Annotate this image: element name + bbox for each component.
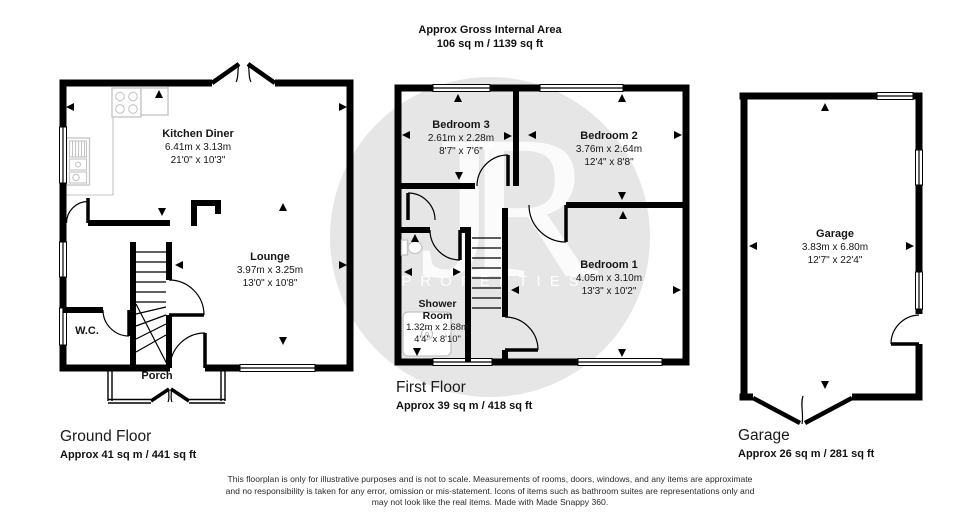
room-dim-metric: 3.97m x 3.25m	[236, 265, 304, 276]
interior-walls	[398, 84, 690, 366]
french-door-icon	[210, 62, 277, 85]
disclaimer-line1: This floorplan is only for illustrative …	[227, 474, 753, 484]
room-dim-metric: 6.41m x 3.13m	[164, 142, 232, 153]
room-dim-metric: 3.76m x 2.64m	[575, 144, 643, 155]
room-label-shower-room: Shower Room 1.32m x 2.68m 4'4" x 8'10"	[390, 298, 485, 345]
stairs-icon	[135, 251, 169, 367]
room-dim-metric: 4.05m x 3.10m	[575, 273, 643, 284]
disclaimer-line2: and no responsibility is taken for any e…	[225, 485, 755, 496]
porch-walls	[107, 371, 226, 404]
room-name: Lounge	[250, 251, 290, 263]
room-name: Bedroom 3	[432, 119, 490, 131]
measure-arrow	[66, 90, 347, 345]
room-label-bedroom2: Bedroom 2 3.76m x 2.64m 12'4" x 8'8"	[529, 130, 689, 169]
toilet-icon	[400, 239, 423, 256]
gross-internal-area-label: Approx Gross Internal Area	[418, 24, 562, 36]
garage-double-door-icon	[751, 395, 854, 425]
ground-floor-plan	[59, 62, 354, 404]
floor-caption-area: Approx 26 sq m / 281 sq ft	[738, 448, 875, 460]
watermark-text: PROPERTIES	[401, 273, 588, 290]
room-dim-metric: 3.83m x 6.80m	[801, 242, 869, 253]
stairs-icon	[472, 237, 501, 309]
disclaimer: This floorplan is only for illustrative …	[0, 474, 980, 509]
room-dim-imperial: 12'4" x 8'8"	[584, 157, 634, 168]
room-label-garage: Garage 3.83m x 6.80m 12'7" x 22'4"	[755, 228, 915, 267]
floor-caption-title: Ground Floor	[60, 428, 152, 445]
disclaimer-line3: may not look like the real items. Made w…	[371, 497, 609, 508]
room-dim-metric: 2.61m x 2.28m	[427, 133, 495, 144]
room-label-bedroom1: Bedroom 1 4.05m x 3.10m 13'3" x 10'2"	[529, 259, 689, 298]
door-arc	[65, 198, 207, 369]
room-label-kitchen-diner: Kitchen Diner 6.41m x 3.13m 21'0" x 10'3…	[118, 128, 278, 167]
first-floor-plan	[394, 84, 690, 366]
garage-plan	[739, 92, 923, 425]
exterior-walls	[739, 92, 923, 401]
measure-arrow	[402, 94, 682, 357]
floor-caption-area: Approx 41 sq m / 441 sq ft	[60, 449, 197, 461]
room-name: W.C.	[75, 325, 99, 337]
room-dim-imperial: 13'3" x 10'2"	[581, 286, 637, 297]
room-name: Shower Room	[418, 298, 457, 322]
room-dim-imperial: 4'4" x 8'10"	[414, 333, 461, 345]
floor-caption-title: Garage	[738, 427, 790, 444]
room-dim-metric: 1.32m x 2.68m	[406, 322, 469, 333]
room-dim-imperial: 8'7" x 7'6"	[439, 146, 483, 157]
exterior-walls	[394, 84, 690, 366]
room-dim-imperial: 12'7" x 22'4"	[807, 255, 863, 266]
room-label-bedroom3: Bedroom 3 2.61m x 2.28m 8'7" x 7'6"	[381, 119, 541, 158]
door-arc	[406, 154, 568, 352]
room-dim-imperial: 13'0" x 10'8"	[242, 278, 298, 289]
page-title: Approx Gross Internal Area 106 sq m / 11…	[0, 23, 980, 51]
garage-caption: Garage Approx 26 sq m / 281 sq ft	[738, 427, 874, 460]
interior-walls	[63, 200, 221, 368]
floor-caption-area: Approx 39 sq m / 418 sq ft	[396, 400, 533, 412]
room-label-porch: Porch	[117, 370, 197, 383]
gross-internal-area-value: 106 sq m / 1139 sq ft	[436, 38, 544, 50]
first-floor-caption: First Floor Approx 39 sq m / 418 sq ft	[396, 379, 532, 412]
room-label-wc: W.C.	[62, 325, 112, 338]
door-arc	[890, 314, 920, 346]
room-name: Porch	[141, 370, 173, 382]
shower-tray-icon	[402, 311, 452, 357]
ground-floor-caption: Ground Floor Approx 41 sq m / 441 sq ft	[60, 428, 196, 461]
room-name: Garage	[816, 228, 854, 240]
room-dim-imperial: 21'0" x 10'3"	[170, 155, 226, 166]
watermark-circle	[330, 77, 650, 397]
measure-arrow	[749, 103, 914, 389]
exterior-walls	[59, 79, 354, 372]
room-label-lounge: Lounge 3.97m x 3.25m 13'0" x 10'8"	[190, 251, 350, 290]
floor-caption-title: First Floor	[396, 379, 466, 396]
room-name: Bedroom 2	[580, 130, 638, 142]
room-name: Bedroom 1	[580, 259, 638, 271]
kitchen-sink-icon	[65, 137, 91, 186]
room-name: Kitchen Diner	[162, 128, 234, 140]
kitchen-counter-icon	[66, 86, 169, 196]
